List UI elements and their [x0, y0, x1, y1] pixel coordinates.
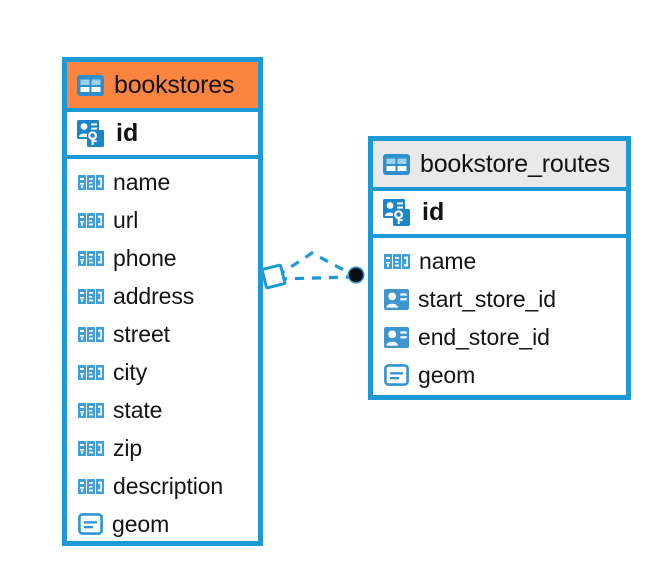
field-label: id	[116, 119, 139, 147]
geometry-icon	[384, 364, 409, 386]
entity-bookstores[interactable]: bookstores id	[62, 57, 263, 546]
field-row-end-store-id[interactable]: end_store_id	[373, 318, 626, 356]
foreign-key-icon	[384, 326, 409, 348]
abc-text-icon	[78, 402, 104, 418]
field-row-description[interactable]: description	[67, 467, 258, 505]
field-row-primary-key[interactable]: id	[67, 112, 258, 159]
abc-text-icon	[78, 440, 104, 456]
field-row-name[interactable]: name	[373, 242, 626, 280]
field-row-zip[interactable]: zip	[67, 429, 258, 467]
field-label: name	[419, 247, 477, 274]
primary-key-icon	[383, 199, 412, 226]
filled-circle-icon	[347, 266, 365, 284]
table-icon	[383, 153, 410, 175]
entity-title: bookstores	[114, 70, 235, 99]
primary-key-icon	[77, 120, 106, 147]
abc-text-icon	[78, 478, 104, 494]
abc-text-icon	[78, 326, 104, 342]
abc-text-icon	[78, 288, 104, 304]
field-row-url[interactable]: url	[67, 201, 258, 239]
relationship-line-lower	[277, 275, 354, 281]
entity-title: bookstore_routes	[420, 149, 610, 178]
abc-text-icon	[78, 250, 104, 266]
abc-text-icon	[78, 212, 104, 228]
field-label: street	[113, 320, 170, 347]
field-row-street[interactable]: street	[67, 315, 258, 353]
abc-text-icon	[384, 253, 410, 269]
field-row-geom[interactable]: geom	[373, 356, 626, 394]
relationship-connector[interactable]	[255, 243, 370, 308]
abc-text-icon	[78, 364, 104, 380]
field-list-bookstores: name	[67, 159, 258, 543]
field-label: description	[113, 472, 224, 499]
field-row-state[interactable]: state	[67, 391, 258, 429]
field-label: city	[113, 358, 148, 385]
field-label: phone	[113, 244, 177, 271]
field-label: start_store_id	[418, 285, 556, 312]
field-row-primary-key[interactable]: id	[373, 191, 626, 238]
entity-bookstore-routes[interactable]: bookstore_routes id	[368, 136, 631, 400]
field-label: url	[113, 206, 139, 233]
field-row-address[interactable]: address	[67, 277, 258, 315]
field-label: address	[113, 282, 195, 309]
field-row-phone[interactable]: phone	[67, 239, 258, 277]
field-label: id	[422, 198, 445, 226]
relationship-line-upper	[276, 251, 354, 278]
field-row-start-store-id[interactable]: start_store_id	[373, 280, 626, 318]
field-list-bookstore-routes: name start_store_id	[373, 238, 626, 394]
entity-header-bookstores[interactable]: bookstores	[67, 62, 258, 112]
field-label: state	[113, 396, 163, 423]
field-label: zip	[113, 434, 143, 461]
abc-text-icon	[78, 174, 104, 190]
foreign-key-icon	[384, 288, 409, 310]
field-row-geom[interactable]: geom	[67, 505, 258, 543]
table-icon	[77, 74, 104, 96]
diamond-outline-icon	[260, 263, 287, 290]
field-label: end_store_id	[418, 323, 550, 350]
field-label: name	[113, 168, 171, 195]
field-row-city[interactable]: city	[67, 353, 258, 391]
geometry-icon	[78, 513, 103, 535]
field-label: geom	[112, 510, 170, 537]
entity-header-bookstore-routes[interactable]: bookstore_routes	[373, 141, 626, 191]
field-row-name[interactable]: name	[67, 163, 258, 201]
field-label: geom	[418, 361, 476, 388]
